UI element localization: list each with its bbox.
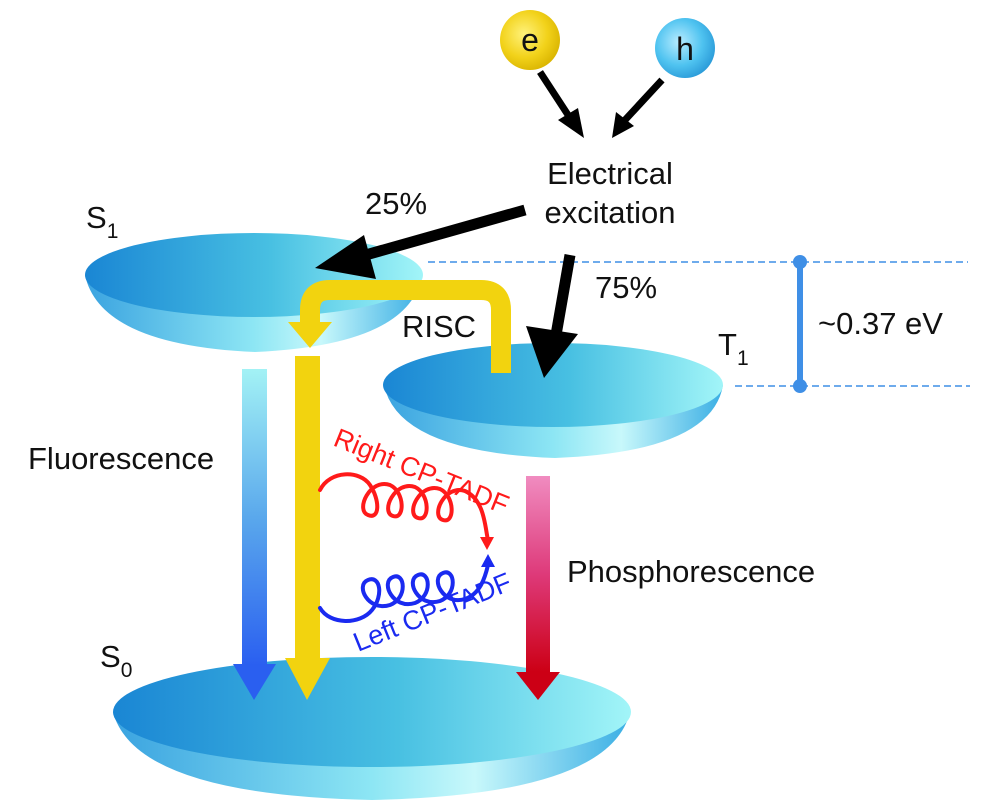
electron-label: e (521, 22, 539, 58)
t1-label: T1 (718, 327, 749, 370)
phosphorescence-arrow (516, 476, 560, 700)
hole-particle: h (655, 18, 715, 78)
singlet-arrow (315, 204, 527, 279)
triplet-arrow (526, 254, 578, 378)
excitation-line1: Electrical (547, 156, 673, 191)
triplet-percent: 75% (595, 270, 657, 305)
energy-gap-label: ~0.37 eV (818, 306, 943, 341)
electron-particle: e (500, 10, 560, 70)
risc-label: RISC (402, 309, 476, 344)
left-cp-helix (318, 554, 495, 623)
hole-arrow (612, 77, 665, 138)
tadf-arrow (285, 356, 330, 700)
fluorescence-label: Fluorescence (28, 441, 214, 476)
phosphorescence-label: Phosphorescence (567, 554, 815, 589)
s0-label: S0 (100, 639, 132, 682)
singlet-percent: 25% (365, 186, 427, 221)
excitation-line2: excitation (545, 195, 676, 230)
right-cp-helix (318, 472, 494, 550)
risc-arrow (288, 280, 511, 373)
fluorescence-arrow (233, 369, 276, 700)
s1-label: S1 (86, 200, 118, 243)
energy-gap-marker (793, 255, 807, 393)
t1-disc (383, 343, 723, 458)
s0-disc (113, 657, 631, 800)
electron-arrow (537, 70, 584, 138)
hole-label: h (676, 31, 694, 67)
